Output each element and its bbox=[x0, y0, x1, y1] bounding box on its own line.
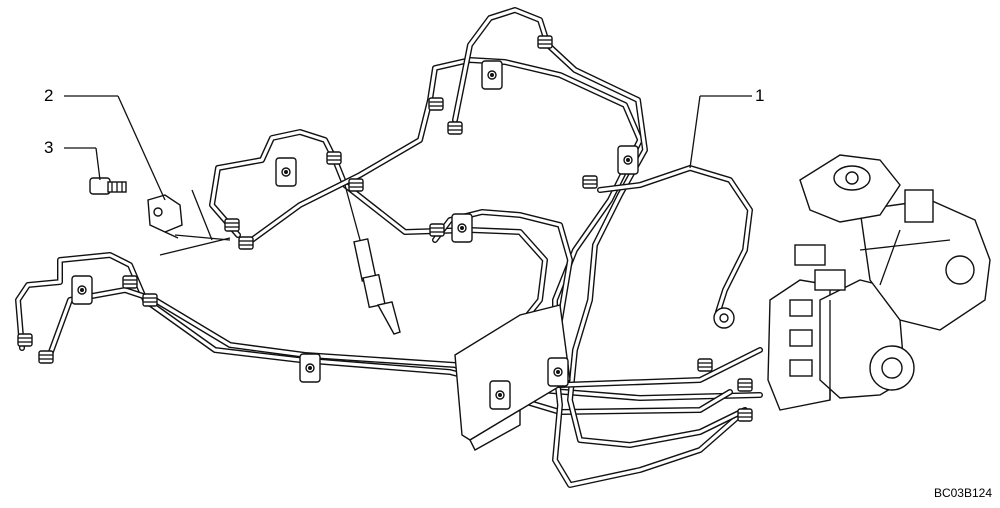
injection-pump bbox=[767, 154, 991, 411]
leader-line-2-b bbox=[117, 95, 166, 201]
pipe-cylinder-4 bbox=[242, 57, 743, 488]
leader-lines bbox=[64, 95, 752, 256]
mounting-bracket bbox=[454, 304, 571, 451]
injector bbox=[344, 184, 401, 335]
leader-line-3-b bbox=[95, 147, 101, 181]
return-line bbox=[597, 165, 753, 329]
callout-3: 3 bbox=[44, 138, 54, 157]
leader-line-1-b bbox=[689, 95, 701, 169]
fitting-part bbox=[89, 177, 127, 195]
fuel-pipe-bundle bbox=[15, 7, 763, 488]
drawing-code: BC03B124 bbox=[933, 486, 992, 500]
clamp-part bbox=[147, 194, 183, 239]
pipe-cylinder-2 bbox=[45, 287, 733, 415]
callout-2: 2 bbox=[44, 86, 54, 105]
callout-1: 1 bbox=[755, 86, 765, 105]
